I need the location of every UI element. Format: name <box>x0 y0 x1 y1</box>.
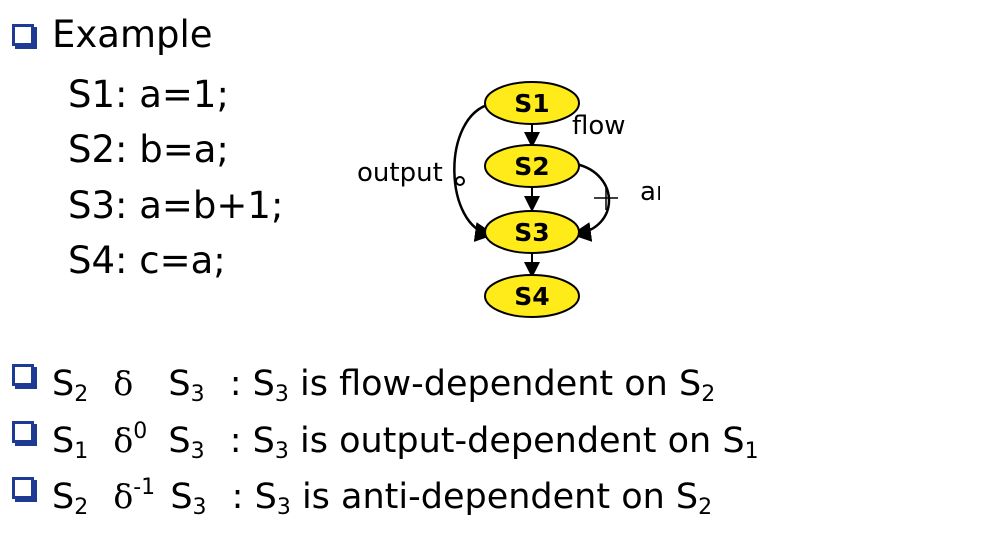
output-marker-icon <box>455 176 465 186</box>
bullet-checkbox-icon <box>12 477 34 499</box>
label-anti: anti <box>640 177 660 207</box>
code-line-s4: S4: c=a; <box>68 239 226 282</box>
node-s4: S4 <box>484 274 580 318</box>
relation-flow: S2 δ S3 : S3 is flow-dependent on S2 <box>52 364 716 407</box>
bullet-checkbox-icon <box>12 421 34 443</box>
relation-anti: S2 δ-1 S3 : S3 is anti-dependent on S2 <box>52 475 713 520</box>
node-s4-label: S4 <box>514 282 549 311</box>
bullet-checkbox-icon <box>12 364 34 386</box>
node-s3-label: S3 <box>514 218 549 247</box>
node-s2: S2 <box>484 144 580 188</box>
edge-anti-s2-s3 <box>571 162 611 242</box>
code-line-s3: S3: a=b+1; <box>68 184 284 227</box>
edge-output-s1-s3 <box>453 102 495 242</box>
slide-title: Example <box>52 13 213 56</box>
bullet-checkbox-icon <box>12 24 34 46</box>
dependence-graph: S1 S2 S3 S4 flow output anti <box>357 81 660 318</box>
node-s3: S3 <box>484 210 580 254</box>
code-line-s1: S1: a=1; <box>68 73 229 116</box>
relation-output: S1 δ0 S3 : S3 is output-dependent on S1 <box>52 419 759 464</box>
node-s1-label: S1 <box>514 89 549 118</box>
label-output: output <box>357 158 443 188</box>
label-flow: flow <box>572 111 626 141</box>
node-s2-label: S2 <box>514 152 549 181</box>
node-s1: S1 <box>484 81 580 125</box>
code-line-s2: S2: b=a; <box>68 128 229 171</box>
